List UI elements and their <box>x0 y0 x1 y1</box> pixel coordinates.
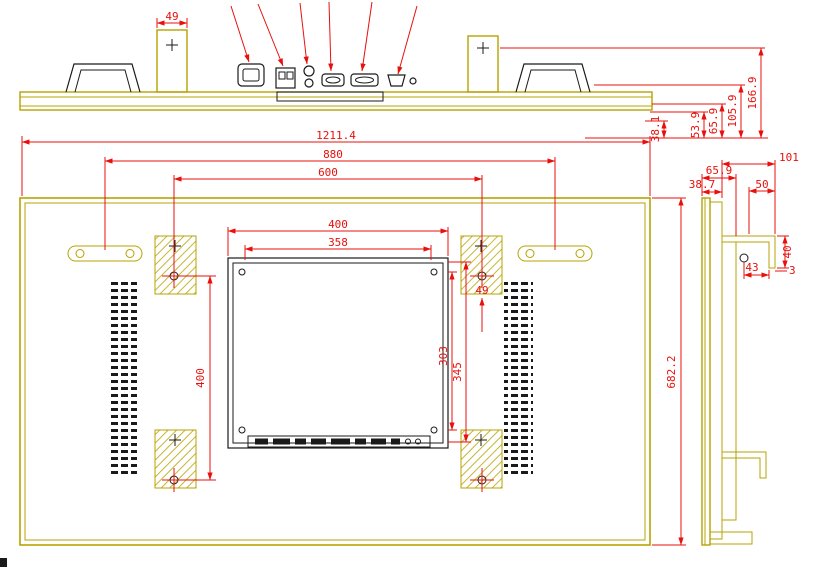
dim-front-panel-inner-height: 303 <box>437 346 450 366</box>
dim-front-hole-offset: 49 <box>475 284 488 297</box>
top-view <box>19 29 653 111</box>
leader-vga <box>360 1 373 72</box>
dim-side-overall-depth: 101 <box>779 151 799 164</box>
leader-audio <box>299 2 309 65</box>
leader-lines <box>230 1 418 75</box>
side-foot <box>709 531 753 545</box>
leader-power <box>230 5 250 63</box>
terminal-pole-2 <box>286 71 294 80</box>
connector-recess <box>276 91 384 102</box>
dim-ext-overall-width <box>21 136 651 196</box>
wall-bracket-right-cross <box>477 42 489 54</box>
handle-bar-right-hole-1 <box>525 249 535 258</box>
dim-side-bracket-inset: 43 <box>745 261 758 274</box>
dim-front-vesa-height: 400 <box>194 368 207 388</box>
dim-top-h38-1: 38.1 <box>649 116 662 143</box>
right-handle-inner <box>524 69 582 93</box>
power-connector-inner <box>242 68 260 82</box>
top-view-dimensions: 49 38.1 53.9 65.9 105.9 166.9 <box>156 1 768 143</box>
embedded-pc-inner <box>232 262 444 444</box>
terminal-pole-1 <box>278 71 286 80</box>
wall-bracket-left <box>156 29 188 93</box>
embedded-pc-outline <box>227 257 449 449</box>
dim-side-mid-depth: 65.9 <box>706 164 733 177</box>
vent-grille-right <box>504 282 533 478</box>
vent-grille-left <box>108 282 137 478</box>
front-outline <box>19 197 651 546</box>
front-view <box>19 197 651 546</box>
leader-terminal <box>257 3 284 67</box>
audio-jack-2 <box>304 78 314 88</box>
wall-bracket-right <box>467 35 499 93</box>
dim-side-bracket-depth: 50 <box>755 178 768 191</box>
dim-top-h105-9: 105.9 <box>726 94 739 127</box>
dim-ext-handle-span <box>104 157 556 250</box>
hole-centerlines <box>162 275 494 492</box>
dim-front-panel-width: 400 <box>328 218 348 231</box>
vga-connector <box>350 73 379 87</box>
dim-side-plate-thickness: 3 <box>789 264 796 277</box>
dim-top-h65-9: 65.9 <box>707 108 720 135</box>
pc-hole-tr <box>430 268 438 276</box>
handle-bar-right-hole-2 <box>575 249 585 258</box>
pc-connector-row <box>247 435 431 448</box>
dim-front-overall-height: 682.2 <box>665 355 678 388</box>
dim-front-overall-width: 1211.4 <box>316 129 356 142</box>
pc-hole-bl <box>238 426 246 434</box>
io-connectors <box>237 63 417 89</box>
dim-top-h53-9: 53.9 <box>689 112 702 139</box>
handle-bar-left-hole-2 <box>125 249 135 258</box>
side-view-dimensions: 38.7 65.9 101 50 40 43 3 <box>689 151 799 279</box>
vesa-plate-crosses <box>169 240 487 446</box>
left-handle-inner <box>74 69 132 93</box>
pc-hole-tl <box>238 268 246 276</box>
front-inner-outline <box>24 202 646 541</box>
page-corner-mark <box>0 558 7 567</box>
left-handle <box>65 63 141 93</box>
wall-bracket-left-cross <box>166 39 178 51</box>
front-view-dimensions: 1211.4 880 600 400 358 49 400 303 345 68… <box>21 129 686 546</box>
dim-side-front-depth: 38.7 <box>689 178 716 191</box>
dim-front-handle-span: 880 <box>323 148 343 161</box>
dim-ext-vesa-width <box>173 175 483 288</box>
db9-connector-inner <box>325 76 341 84</box>
pc-hole-br <box>430 426 438 434</box>
hdmi-connector <box>387 74 406 87</box>
power-connector <box>237 63 265 87</box>
dim-side-bracket-height: 40 <box>781 245 794 258</box>
pc-connectors <box>255 438 421 445</box>
terminal-block <box>275 67 296 89</box>
cable-hole <box>409 77 417 85</box>
vga-connector-inner <box>355 76 374 84</box>
dim-front-vesa-width: 600 <box>318 166 338 179</box>
side-back-box <box>722 241 737 521</box>
side-bottom-bracket <box>722 451 767 479</box>
side-top-bracket <box>722 235 776 269</box>
side-body <box>709 201 723 540</box>
leader-hdmi <box>397 5 418 75</box>
dim-top-h166-9: 166.9 <box>746 76 759 109</box>
dim-front-panel-inner-width: 358 <box>328 236 348 249</box>
handle-bar-left-hole-1 <box>75 249 85 258</box>
dim-front-panel-height: 345 <box>451 362 464 382</box>
side-view <box>701 197 776 546</box>
dim-top-bracket-width: 49 <box>165 10 178 23</box>
leader-db9 <box>328 1 334 72</box>
right-handle <box>515 63 591 93</box>
side-bezel <box>701 197 711 546</box>
db9-connector <box>321 73 345 87</box>
audio-jack-1 <box>303 65 315 77</box>
